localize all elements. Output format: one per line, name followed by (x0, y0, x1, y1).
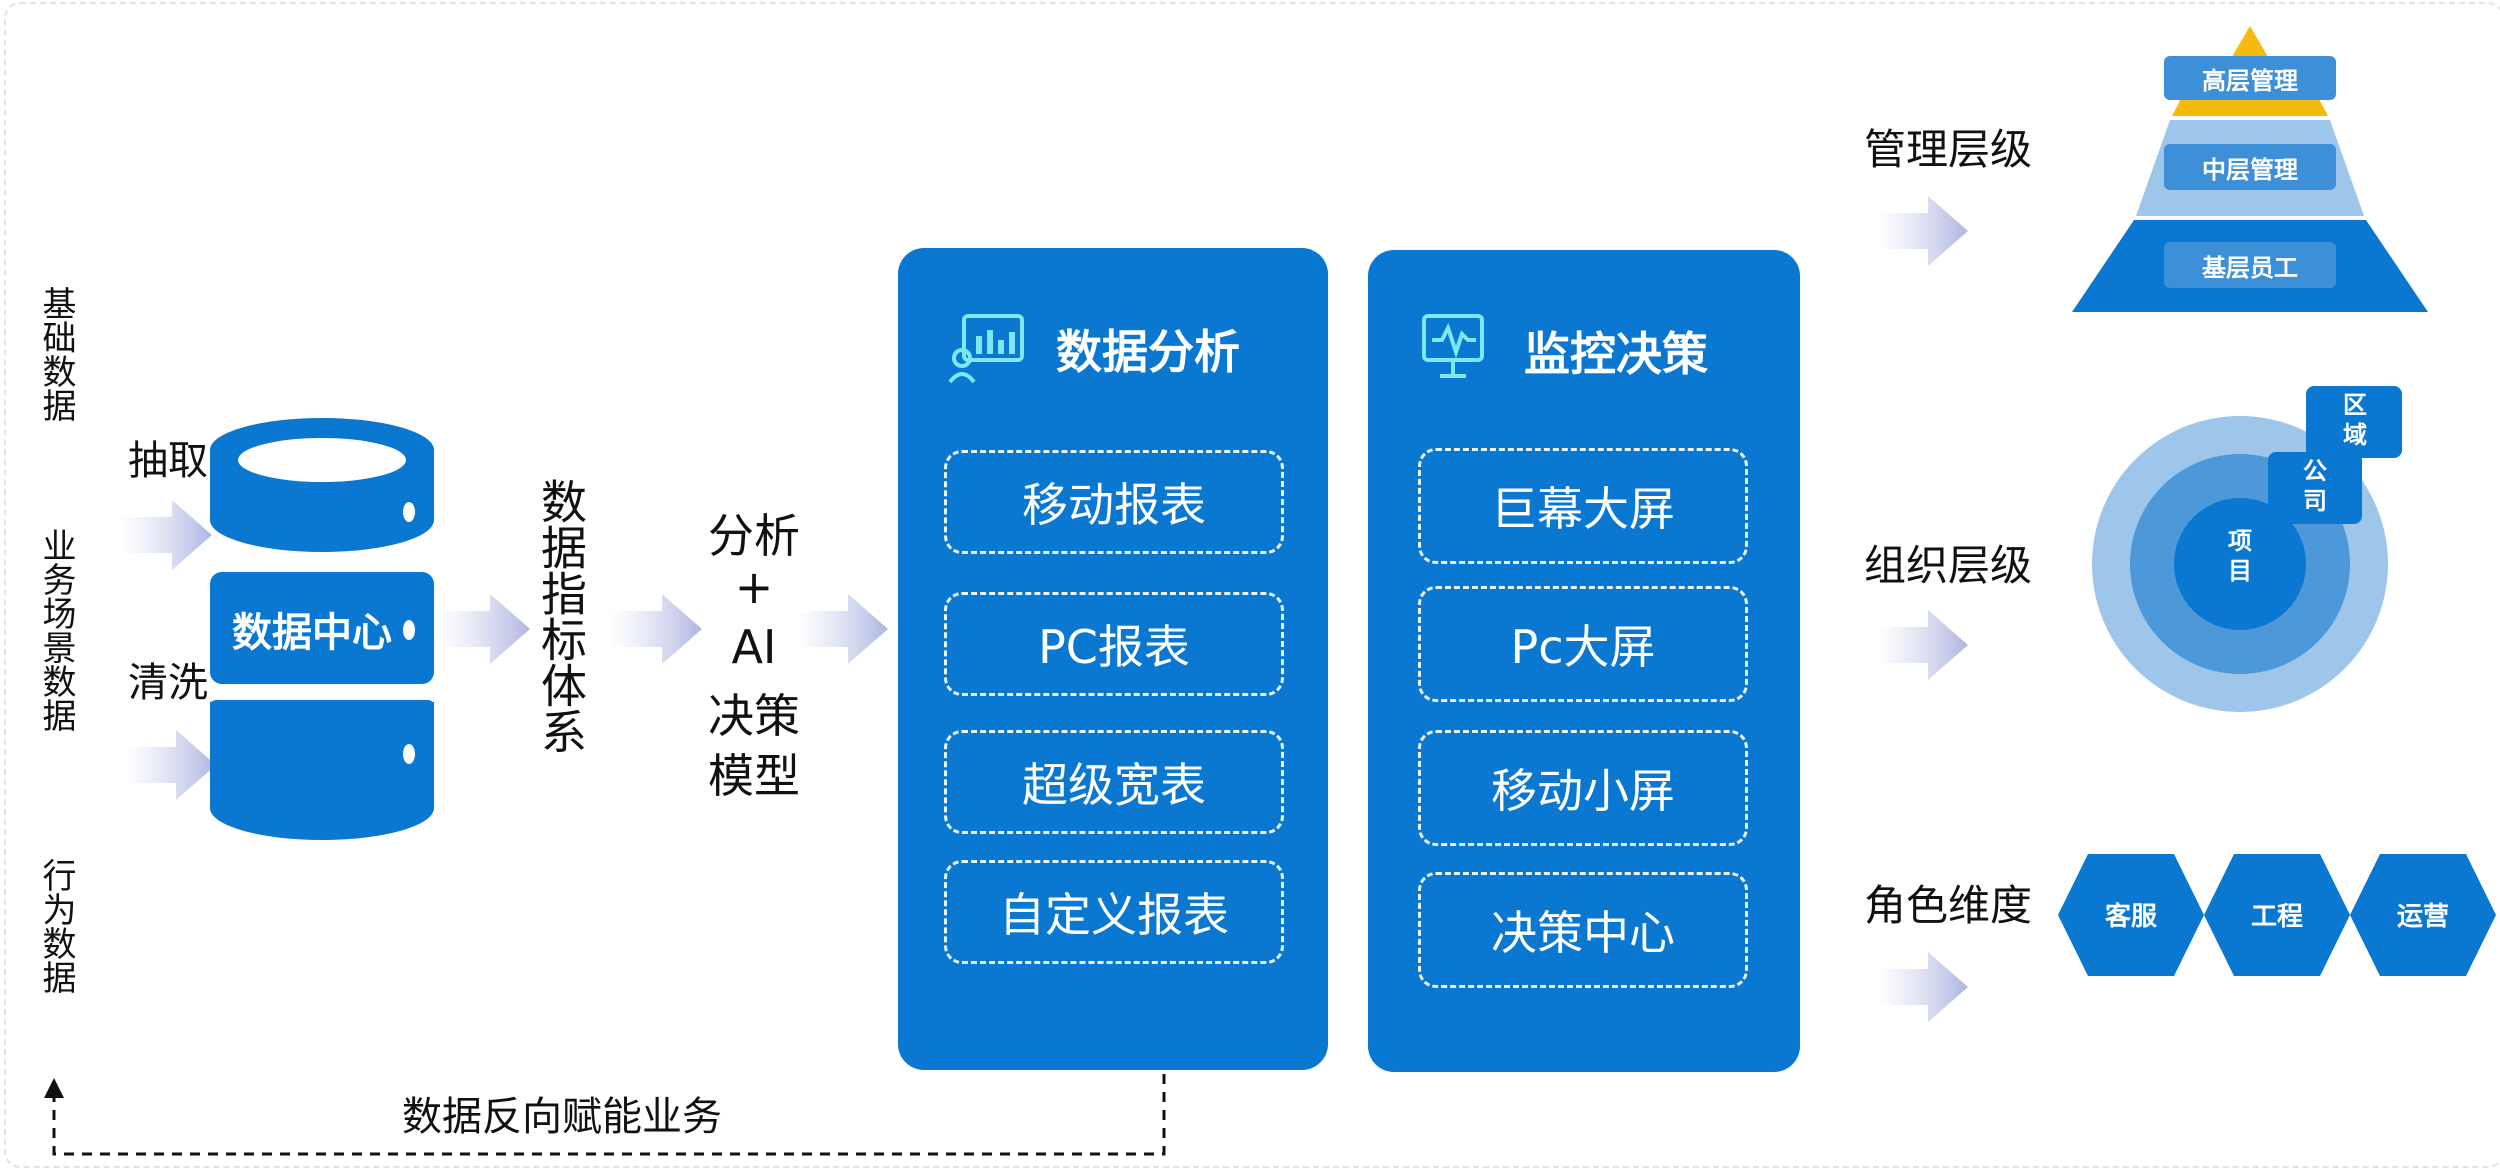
analysis-title: 数据分析 (1056, 325, 1240, 379)
model-line2: 决策 (708, 689, 800, 743)
clean-label: 清洗 (128, 660, 208, 706)
management-arrow-icon (1876, 196, 1968, 266)
analysis-panel: 数据分析 移动报表 PC报表 超级宽表 自定义报表 (898, 248, 1328, 1070)
indicator-system-label: 数据指标体系 (534, 478, 588, 754)
feedback-loop-arrow-icon (44, 1074, 1166, 1156)
input-behavior-data: 行为数据 (36, 858, 76, 994)
org-level-project: 项目 (2228, 527, 2252, 585)
model-plus: + (734, 560, 774, 614)
role-customer-service: 客服 (2104, 902, 2157, 932)
clean-arrow-icon (124, 730, 216, 800)
model-ai: AI (731, 620, 777, 674)
monitor-panel: 监控决策 巨幕大屏 Pc大屏 移动小屏 决策中心 (1368, 250, 1800, 1072)
role-label: 角色维度 (1864, 881, 2033, 930)
analysis-item-pc-report: PC报表 (944, 592, 1284, 696)
input-scenario-data: 业务场景数据 (36, 528, 76, 732)
pyramid-level-base: 基层员工 (2164, 242, 2336, 288)
chart-board-icon (948, 314, 1024, 384)
monitor-icon (1422, 314, 1484, 378)
org-level-region: 区域 (2343, 391, 2367, 449)
analysis-item-wide-table: 超级宽表 (944, 730, 1284, 834)
role-hexagons-icon (2058, 854, 2496, 976)
model-arrow-icon (796, 594, 888, 664)
extract-label: 抽取 (128, 438, 208, 484)
organization-label: 组织层级 (1864, 541, 2033, 590)
monitor-item-decision-center: 决策中心 (1418, 872, 1748, 988)
monitor-item-giant-screen: 巨幕大屏 (1418, 448, 1748, 564)
database-icon (210, 418, 434, 840)
analysis-item-mobile-report: 移动报表 (944, 450, 1284, 554)
analysis-item-custom-report: 自定义报表 (944, 860, 1284, 964)
org-level-company: 公司 (2303, 457, 2327, 515)
organization-arrow-icon (1876, 610, 1968, 680)
model-line1: 分析 (708, 509, 800, 563)
pyramid-level-top: 高层管理 (2164, 56, 2336, 100)
management-label: 管理层级 (1864, 125, 2033, 174)
feedback-label: 数据反向赋能业务 (402, 1094, 722, 1140)
model-line3: 模型 (708, 749, 800, 803)
monitor-item-pc-screen: Pc大屏 (1418, 586, 1748, 702)
data-center-label: 数据中心 (232, 610, 392, 656)
role-operations: 运营 (2396, 902, 2449, 932)
indicator-arrow-icon (610, 594, 702, 664)
input-basic-data: 基础数据 (36, 286, 76, 422)
org-level-region-box (2306, 386, 2402, 458)
monitor-title: 监控决策 (1524, 327, 1708, 381)
org-level-company-box (2268, 452, 2362, 524)
role-arrow-icon (1876, 952, 1968, 1022)
monitor-item-mobile-screen: 移动小屏 (1418, 730, 1748, 846)
outer-frame (4, 2, 2500, 1168)
role-engineering: 工程 (2250, 902, 2303, 932)
center-arrow-icon (438, 594, 530, 664)
pyramid-level-middle: 中层管理 (2164, 144, 2336, 190)
extract-arrow-icon (120, 500, 212, 570)
